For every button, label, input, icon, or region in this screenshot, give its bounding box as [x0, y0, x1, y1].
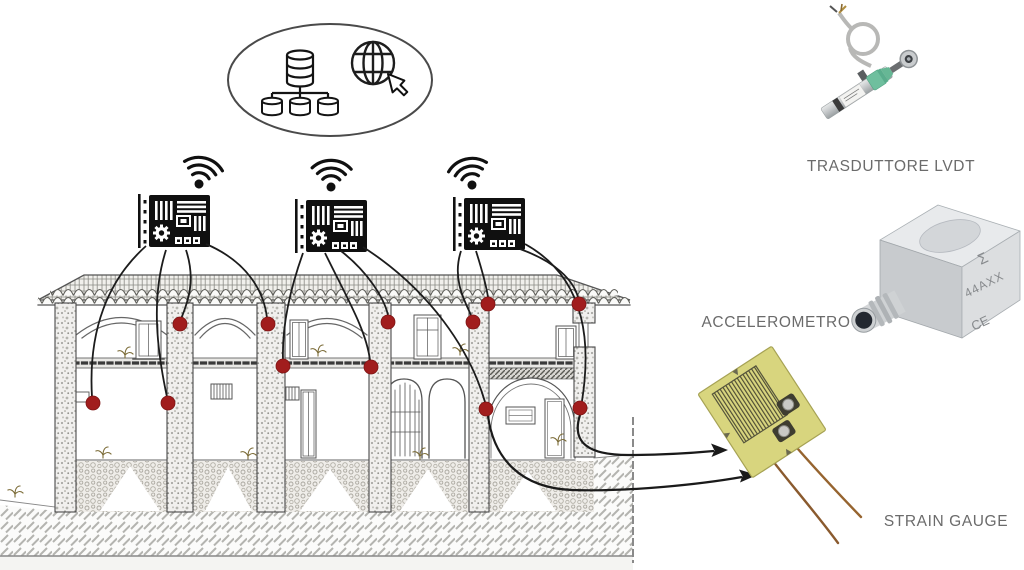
- globe-cursor-icon: [350, 40, 409, 97]
- wifi-signal-icon: [177, 151, 226, 195]
- sensor-point: [480, 296, 496, 312]
- sensor-point: [85, 395, 101, 411]
- database-network-icon: [261, 49, 339, 117]
- sensor-point: [160, 395, 176, 411]
- cloud-server-bubble: [227, 23, 433, 137]
- sensor-point: [465, 314, 481, 330]
- building-section-drawing: [0, 274, 634, 570]
- strain-gauge-image: [698, 346, 863, 545]
- sensor-point: [172, 316, 188, 332]
- wifi-signal-icon: [445, 152, 494, 196]
- sensor-point: [571, 296, 587, 312]
- sensor-point: [478, 401, 494, 417]
- lvdt-transducer-image: [820, 3, 918, 119]
- sensor-point: [380, 314, 396, 330]
- sensor-point: [275, 358, 291, 374]
- sensor-point: [260, 316, 276, 332]
- strain-gauge-arrows: [486, 414, 757, 492]
- ground: [0, 453, 634, 570]
- acquisition-node-1: [137, 151, 226, 249]
- sensor-points-layer: [85, 296, 588, 417]
- label-strain-gauge: STRAIN GAUGE: [884, 513, 1008, 530]
- accelerometer-ce-marking: CE: [969, 312, 992, 333]
- sensor-point: [572, 400, 588, 416]
- sensor-point: [363, 359, 379, 375]
- acquisition-node-2: [294, 158, 368, 254]
- label-accelerometro: ACCELEROMETRO: [701, 314, 850, 331]
- accelerometer-image: Σ 44AXX CE: [851, 204, 1021, 339]
- sensor-wires: [90, 243, 587, 403]
- roof: [37, 274, 631, 306]
- lower-floor-openings: [75, 378, 466, 459]
- acquisition-node-3: [445, 152, 526, 252]
- wifi-signal-icon: [309, 158, 354, 194]
- stone-piers: [54, 302, 596, 513]
- label-trasduttore-lvdt: TRASDUTTORE LVDT: [807, 158, 975, 175]
